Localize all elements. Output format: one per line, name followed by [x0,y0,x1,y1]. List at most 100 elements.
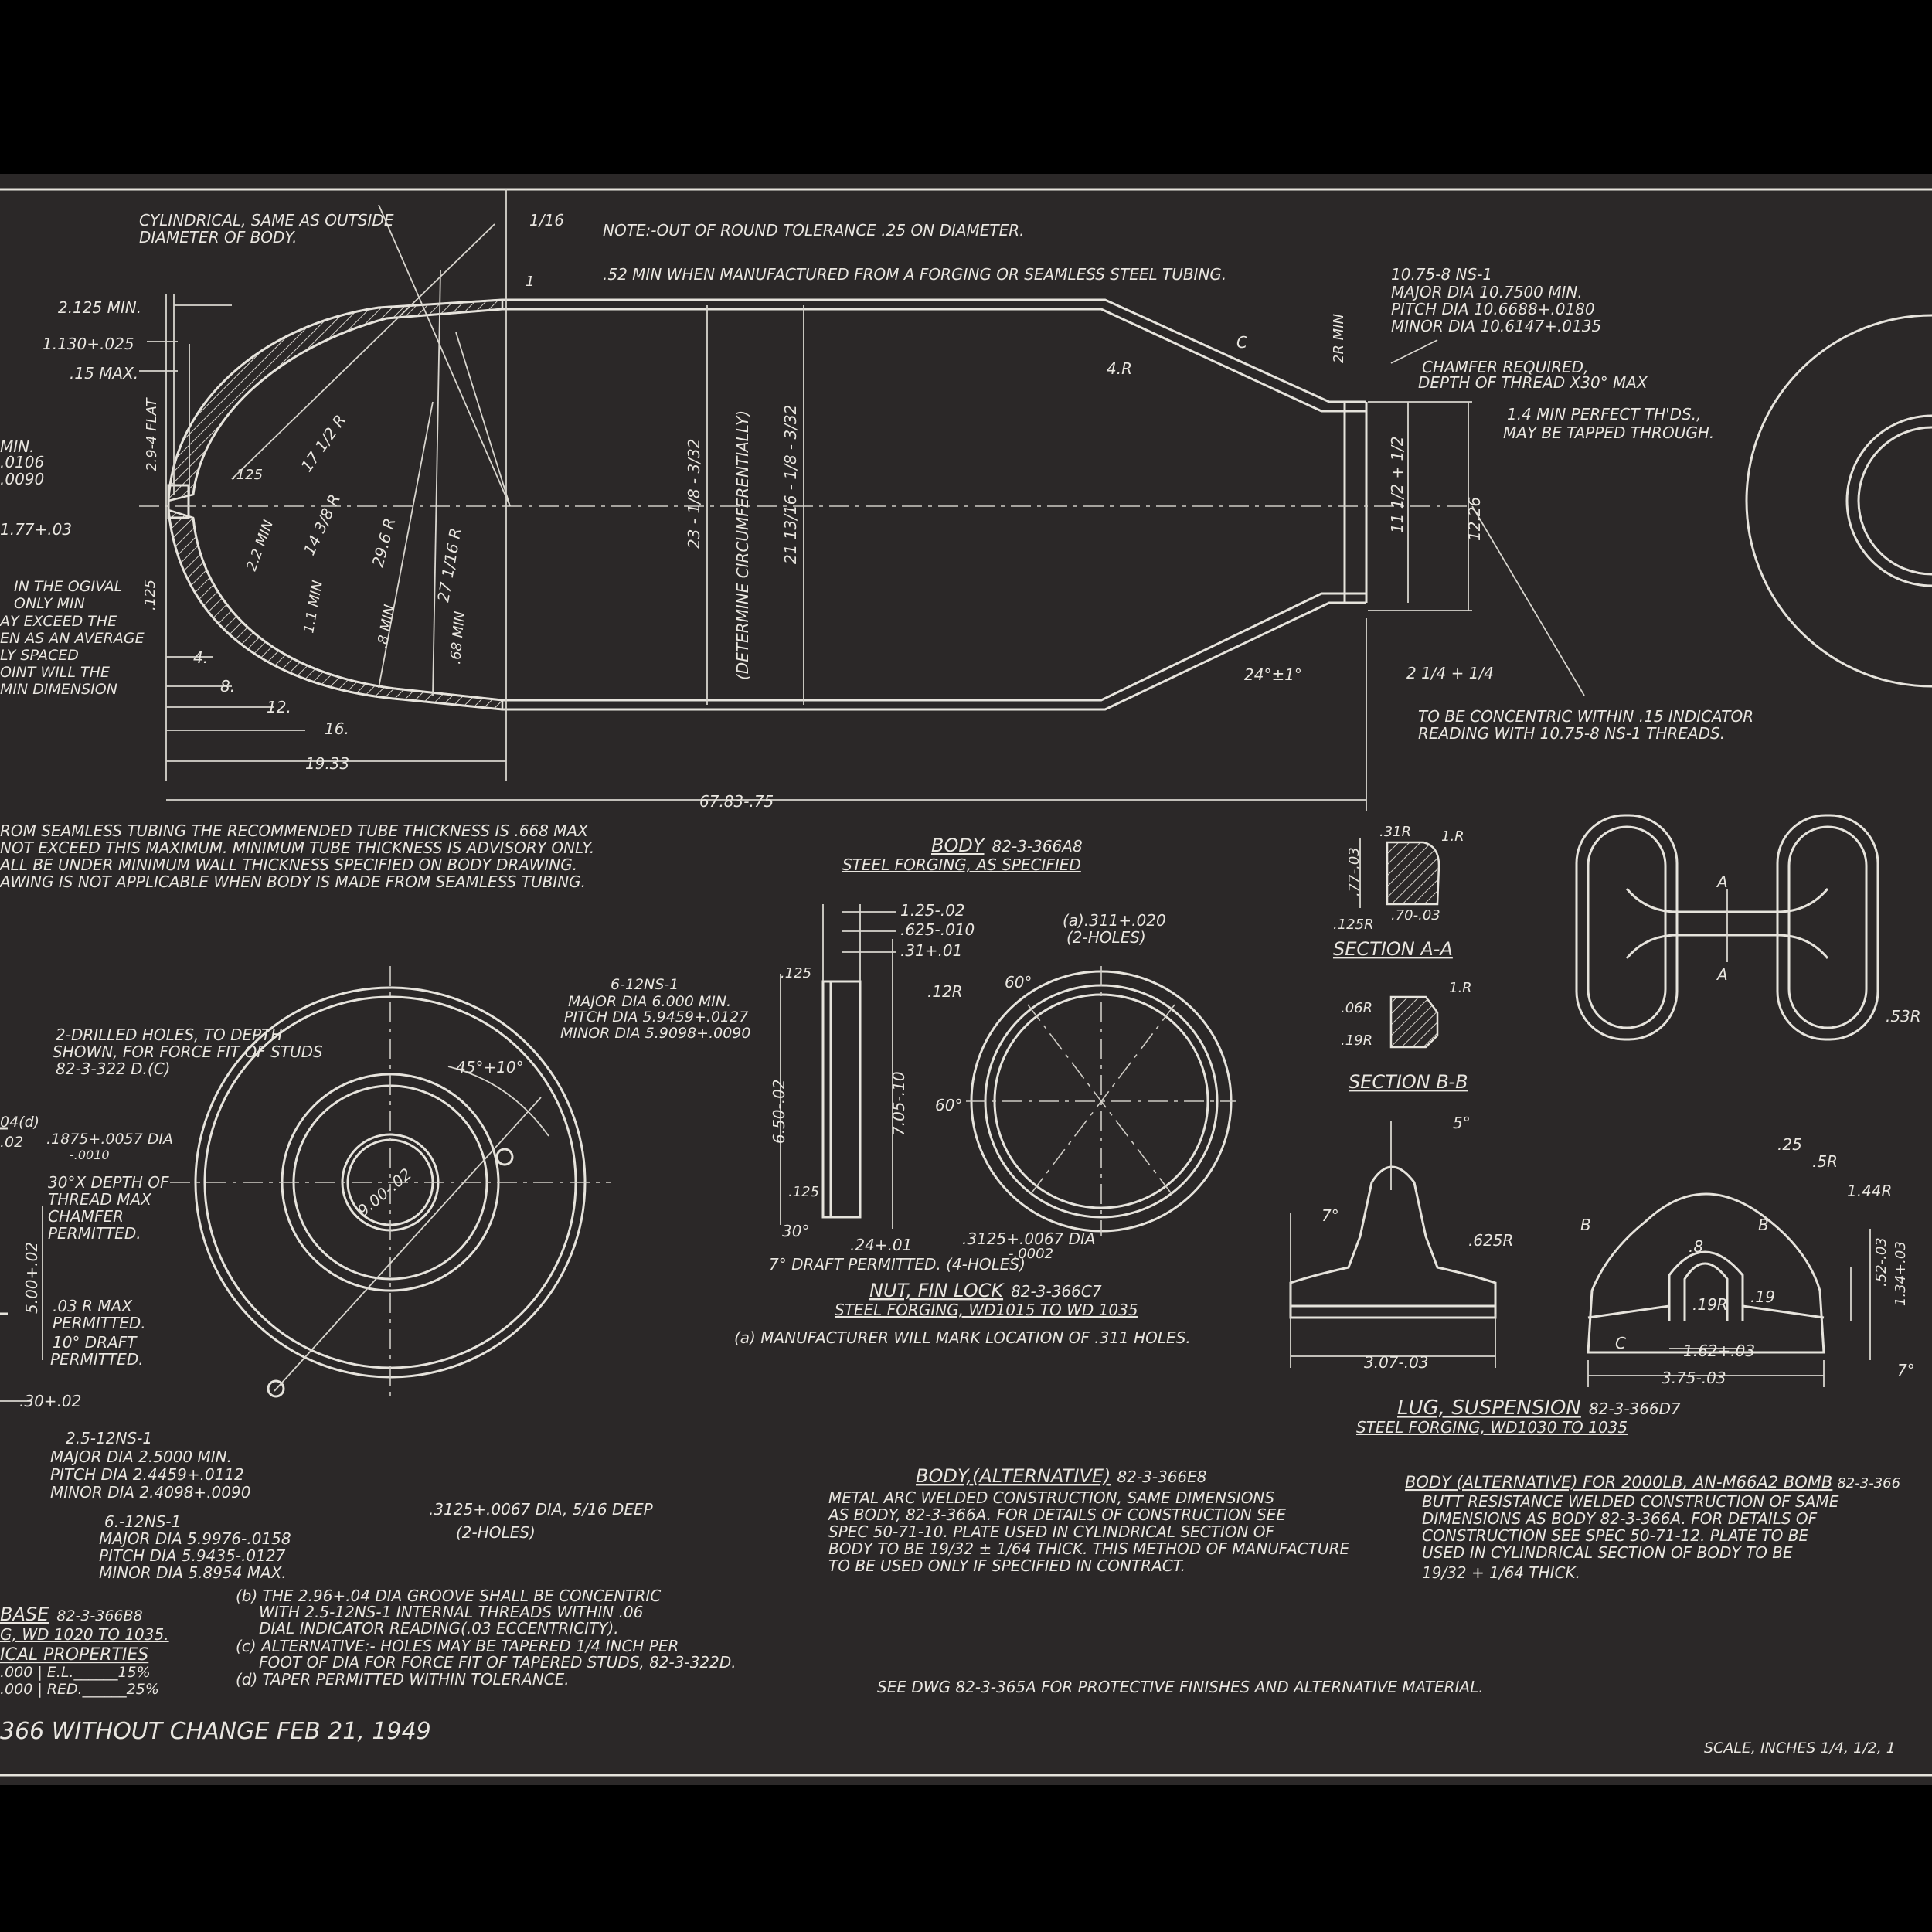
d1112-label: 11 1/2 + 1/2 [1388,436,1406,533]
sec-r1b: 1.R [1449,980,1472,996]
lug-a7: 7° [1321,1206,1339,1225]
sec-d70: .70-.03 [1391,907,1440,923]
r296-label: 29.6 R [369,515,400,569]
lug-a7b: 7° [1897,1361,1915,1379]
depth-thread-1: 30°X DEPTH OF [48,1173,169,1192]
depth-thread-4: PERMITTED. [48,1224,141,1243]
body-alt2-5: 19/32 + 1/64 THICK. [1422,1563,1580,1582]
r2716-label: 27 1/16 R [434,526,464,604]
nut-draft7: 7° DRAFT PERMITTED. (4-HOLES) [769,1255,1026,1274]
lug-labels: 5° 7° .625R 3.07-.03 .25 .5R 1.44R B B .… [1321,1114,1915,1437]
thread-main-1: 10.75-8 NS-1 [1391,265,1492,284]
seamless-notes: ROM SEAMLESS TUBING THE RECOMMENDED TUBE… [0,821,594,891]
section-aa-label: SECTION A-A [1333,938,1453,960]
d16-label: 16. [325,719,349,738]
ogival-note-1: IN THE OGIVAL [14,578,122,595]
depth-thread-2: THREAD MAX [48,1190,152,1209]
body-subtitle: STEEL FORGING, AS SPECIFIED [842,855,1081,874]
seamless-note-3: ALL BE UNDER MINIMUM WALL THICKNESS SPEC… [0,855,577,874]
d6783-label: 67.83-.75 [699,792,774,811]
lug-section-labels: .31R 1.R .77-.03 .125R .70-.03 SECTION A… [1333,824,1472,1093]
sec-r31: .31R [1379,824,1411,840]
circ-label: (DETERMINE CIRCUMFERENTIALLY) [733,410,752,680]
nut-fin-lock-front [966,966,1236,1236]
body-alt2-title: BODY (ALTERNATIVE) FOR 2000LB, AN-M66A2 … [1405,1473,1900,1492]
thread-main-2: MAJOR DIA 10.7500 MIN. [1391,283,1583,301]
d1-label: 1 [526,274,534,290]
thread-2-5-1: 2.5-12NS-1 [66,1429,152,1447]
section-b-b-drawing [1389,995,1439,1049]
drilled-holes-2: SHOWN, FOR FORCE FIT OF STUDS [53,1043,323,1061]
r1438-label: 14 3/8 R [300,492,344,558]
lug-r625: .625R [1468,1231,1513,1250]
concentric-note-2: READING WITH 10.75-8 NS-1 THREADS. [1418,724,1725,743]
ogival-note-3: AY EXCEED THE [0,613,117,630]
thread-6-2: MAJOR DIA 5.9976-.0158 [99,1529,291,1548]
sec-r125: .125R [1333,917,1374,933]
chamfer-note-2: DEPTH OF THREAD X30° MAX [1418,373,1648,392]
lug-r8: .8 [1689,1237,1703,1256]
bcd-note-2: WITH 2.5-12NS-1 INTERNAL THREADS WITHIN … [259,1603,643,1621]
flat-label: 2.9-4 FLAT [144,396,160,471]
thread-main-3: PITCH DIA 10.6688+.0180 [1391,300,1595,318]
thread-6-12-4: MINOR DIA 5.9098+.0090 [560,1025,750,1042]
hole3125-2: (2-HOLES) [456,1523,536,1542]
base-subtitle: G, WD 1020 TO 1035. [0,1625,169,1644]
base-left-4: -.0010 [70,1148,110,1162]
d15-label: .15 MAX. [70,364,138,383]
body-alt2-3: CONSTRUCTION SEE SPEC 50-71-12. PLATE TO… [1422,1526,1808,1545]
lug-d375: 3.75-.03 [1662,1369,1726,1387]
base-left-2: .02 [0,1134,23,1151]
lug-b1: B [1580,1216,1591,1234]
sec-r1: 1.R [1441,828,1464,845]
link-a2: A [1716,965,1728,984]
see-dwg-note: SEE DWG 82-3-365A FOR PROTECTIVE FINISHE… [877,1678,1484,1696]
blueprint-sheet [0,174,1932,1785]
section-a-a-drawing [1359,838,1440,908]
concentric-note-1: TO BE CONCENTRIC WITHIN .15 INDICATOR [1418,707,1753,726]
base-a45: 45°+10° [456,1058,524,1077]
m68-label: .68 MIN [447,611,468,665]
lug-front-view [1587,1192,1871,1387]
body-alt2-4: USED IN CYLINDRICAL SECTION OF BODY TO B… [1422,1543,1793,1562]
nut-hole-a-2: (2-HOLES) [1066,928,1146,947]
thread-6-12-1: 6-12NS-1 [611,976,679,993]
d2125-label: 2.125 MIN. [58,298,141,317]
bcd-note-6: (d) TAPER PERMITTED WITHIN TOLERANCE. [236,1670,570,1689]
d4-label: 4. [193,648,208,667]
lug-d307: 3.07-.03 [1364,1353,1429,1372]
hole3125-1: .3125+.0067 DIA, 5/16 DEEP [429,1500,654,1519]
thread-6-4: MINOR DIA 5.8954 MAX. [99,1563,287,1582]
lug-r144: 1.44R [1847,1182,1892,1200]
m11-label: 1.1 MIN [301,580,326,634]
depth-thread-3: CHAMFER [48,1207,124,1226]
left-min-2: .0106 [0,453,44,471]
thread-2-5-4: MINOR DIA 2.4098+.0090 [50,1483,250,1502]
nut-a30: 30° [782,1222,809,1240]
bcd-note-4: (c) ALTERNATIVE:- HOLES MAY BE TAPERED 1… [236,1637,679,1655]
nut-fin-lock-side [780,904,896,1229]
forging-min-note: .52 MIN WHEN MANUFACTURED FROM A FORGING… [603,265,1226,284]
sec-r19: .19R [1341,1032,1372,1049]
lug-d25: .25 [1777,1135,1802,1154]
lug-d134: 1.34+.03 [1893,1241,1909,1306]
bomb-body-profile [139,298,1468,711]
out-of-round-note: NOTE:-OUT OF ROUND TOLERANCE .25 ON DIAM… [603,221,1025,240]
lug-d52: .52-.03 [1873,1237,1889,1287]
ogival-note-7: MIN DIMENSION [0,681,117,698]
ang24-label: 24°±1° [1244,665,1302,684]
sixteenth-label: 1/16 [529,211,564,230]
r1712-label: 17 1/2 R [297,411,349,475]
thread-2-5-2: MAJOR DIA 2.5000 MIN. [50,1447,232,1466]
base-plate-drawing [170,966,611,1399]
nut-c125: .125 [781,965,811,981]
m8-label: .8 MIN [374,604,398,650]
seamless-note-1: ROM SEAMLESS TUBING THE RECOMMENDED TUBE… [0,821,589,840]
perfect-threads-1: 1.4 MIN PERFECT TH'DS., [1507,405,1701,423]
bcd-note-1: (b) THE 2.96+.04 DIA GROOVE SHALL BE CON… [236,1587,661,1605]
link-a1: A [1716,872,1728,891]
base-d500: 5.00+.02 [22,1242,41,1314]
d1130-label: 1.130+.025 [43,335,134,353]
